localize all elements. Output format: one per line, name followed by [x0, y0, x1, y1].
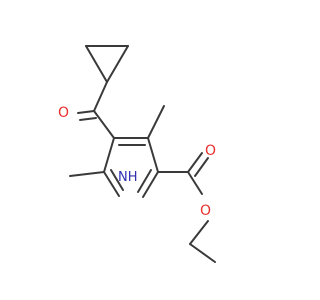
cyclopropyl-ring	[85, 45, 129, 83]
ketone-double-bond	[77, 110, 97, 121]
oxygen-label: O	[58, 105, 70, 121]
bond	[142, 171, 159, 198]
bond	[137, 169, 152, 193]
bond	[79, 117, 97, 121]
bond	[189, 220, 209, 245]
atom-label-o-ester: O	[200, 203, 211, 219]
oxygen-label: O	[205, 143, 217, 159]
bond	[77, 110, 95, 114]
bond	[85, 45, 108, 83]
atom-label-nh: NH	[118, 170, 138, 185]
bond	[106, 45, 129, 83]
bond	[189, 243, 216, 263]
methyl-bond	[69, 171, 105, 177]
pyrrole-ring	[103, 137, 159, 198]
bond	[194, 157, 209, 177]
bond	[103, 171, 120, 197]
structure-canvas: O O O NH	[58, 45, 216, 263]
ester-carbonyl-double-bond	[187, 152, 209, 177]
oxygen-label: O	[200, 203, 212, 219]
bond	[187, 152, 203, 173]
atom-label-o-carbonyl: O	[205, 143, 216, 159]
bond	[93, 110, 115, 139]
bond	[187, 171, 203, 195]
bond	[103, 137, 115, 173]
bond	[93, 81, 108, 112]
bond	[110, 169, 124, 191]
methyl-bond	[147, 105, 165, 139]
atom-label-o-ketone: O	[58, 105, 69, 121]
nh-label: NH	[118, 170, 138, 185]
molecule-diagram	[69, 45, 216, 263]
bond	[147, 137, 159, 173]
